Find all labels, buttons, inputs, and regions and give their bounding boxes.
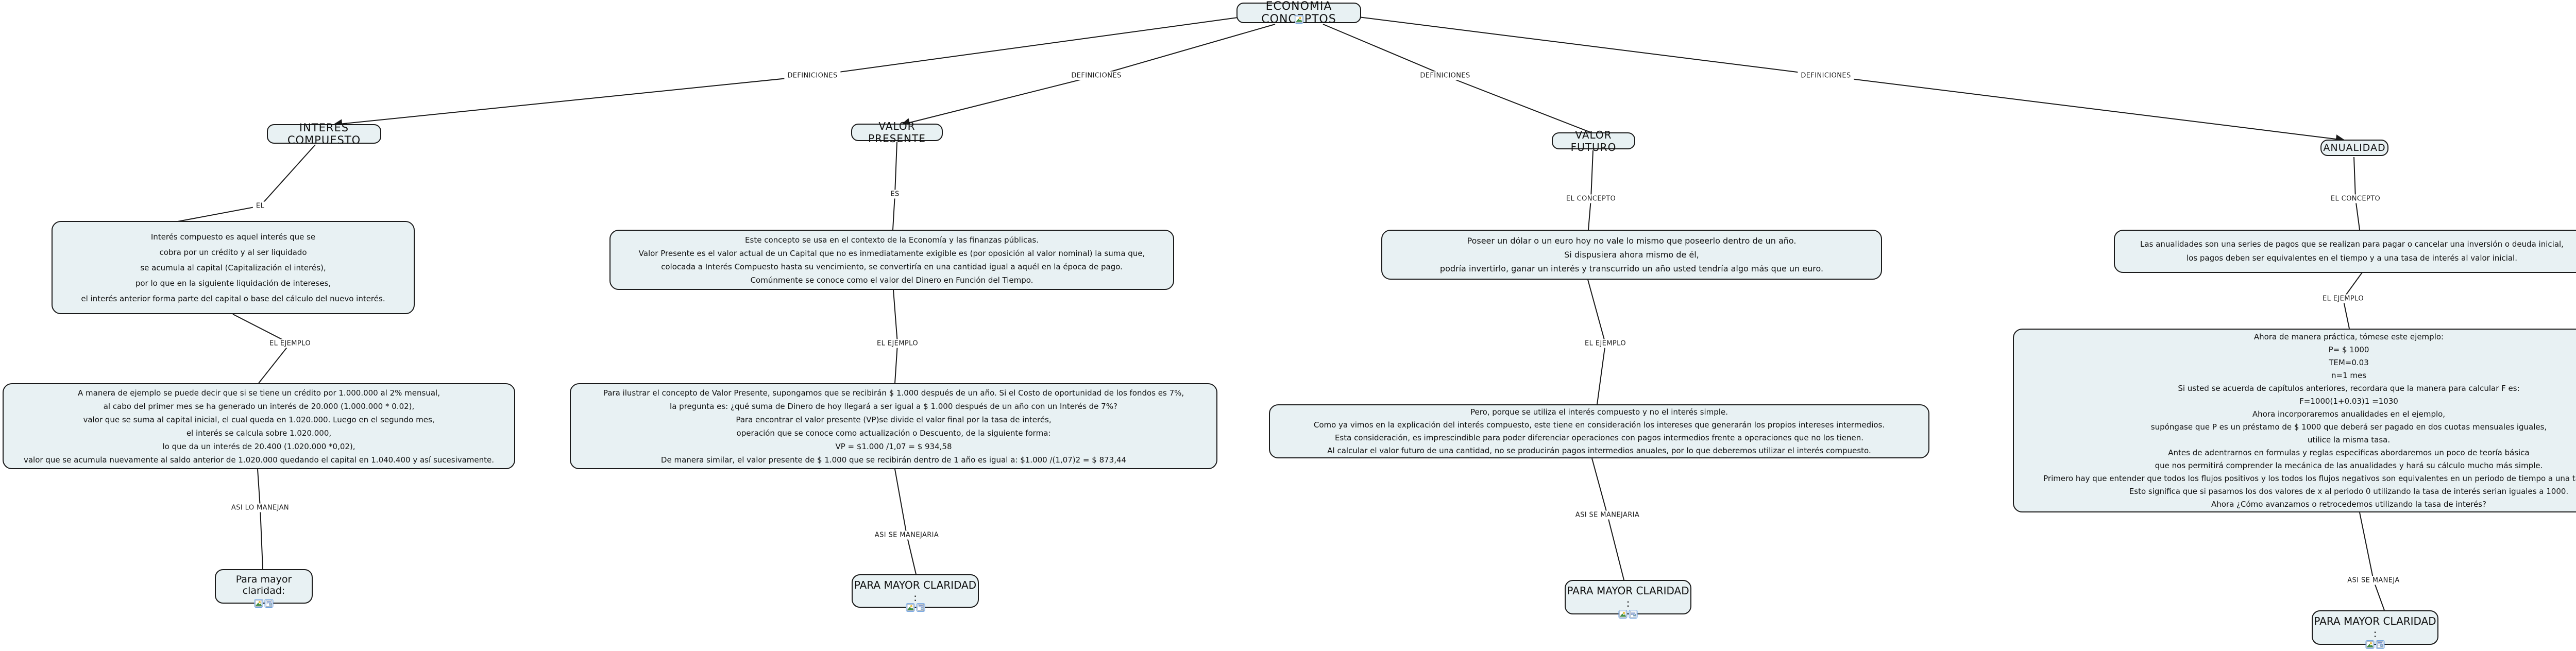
example-text: Pero, porque se utiliza el interés compu… [1313, 407, 1885, 455]
link-label-definiciones[interactable]: DEFINICIONES [1068, 71, 1125, 80]
link-label-el-concepto[interactable]: EL CONCEPTO [1563, 194, 1619, 203]
clarity-label: PARA MAYOR CLARIDAD : [854, 579, 977, 604]
concept-label: ANUALIDAD [2323, 142, 2386, 153]
definition-text: Interés compuesto es aquel interés que s… [81, 232, 385, 303]
link-label-asi-se-manejaria[interactable]: ASI SE MANEJARIA [871, 530, 942, 540]
concept-label: INTERES COMPUESTO [287, 122, 361, 146]
link-label-asi-se-manejaria[interactable]: ASI SE MANEJARIA [1572, 510, 1643, 520]
document-resource-icon[interactable] [1629, 610, 1638, 619]
example-box-valor-futuro[interactable]: Pero, porque se utiliza el interés compu… [1269, 404, 1929, 458]
clarity-node-interes-compuesto[interactable]: Para mayor claridad: [215, 569, 313, 604]
link-label-el-concepto[interactable]: EL CONCEPTO [2327, 194, 2384, 203]
resource-icons [2366, 640, 2385, 649]
example-box-interes-compuesto[interactable]: A manera de ejemplo se puede decir que s… [3, 383, 515, 469]
clarity-label: PARA MAYOR CLARIDAD : [2314, 615, 2436, 640]
document-resource-icon[interactable] [265, 599, 274, 608]
concept-label: VALOR FUTURO [1570, 128, 1617, 153]
link-label-definiciones[interactable]: DEFINICIONES [1798, 71, 1854, 80]
example-text: Ahora de manera práctica, tómese este ej… [2043, 332, 2576, 509]
concept-interes-compuesto[interactable]: INTERES COMPUESTO [267, 122, 381, 146]
link-label-es[interactable]: ES [887, 190, 903, 199]
definition-text: Las anualidades son una series de pagos … [2140, 239, 2564, 263]
link-label-el-ejemplo[interactable]: EL EJEMPLO [266, 339, 314, 348]
definition-box-valor-futuro[interactable]: Poseer un dólar o un euro hoy no vale lo… [1381, 230, 1882, 280]
concept-valor-presente[interactable]: VALOR PRESENTE [851, 120, 943, 145]
clarity-node-valor-futuro[interactable]: PARA MAYOR CLARIDAD : [1565, 580, 1691, 614]
link-label-asi-se-maneja[interactable]: ASI SE MANEJA [2344, 576, 2403, 585]
resource-icons [255, 599, 274, 608]
link-label-definiciones[interactable]: DEFINICIONES [1417, 71, 1473, 80]
image-resource-icon[interactable] [906, 603, 914, 612]
concept-anualidad[interactable]: ANUALIDAD [2320, 140, 2388, 156]
example-box-anualidad[interactable]: Ahora de manera práctica, tómese este ej… [2013, 329, 2576, 512]
resource-icons [906, 603, 925, 612]
clarity-label: PARA MAYOR CLARIDAD : [1567, 585, 1689, 609]
definition-box-valor-presente[interactable]: Este concepto se usa en el contexto de l… [609, 230, 1174, 290]
document-resource-icon[interactable] [2376, 640, 2385, 649]
example-text: Para ilustrar el concepto de Valor Prese… [603, 388, 1184, 465]
image-resource-icon[interactable] [255, 599, 263, 608]
image-resource-icon[interactable] [1295, 15, 1303, 24]
concept-economia-conceptos[interactable]: ECONOMIA CONCEPTOS [1236, 0, 1361, 26]
link-label-el[interactable]: EL [252, 201, 268, 211]
definition-text: Este concepto se usa en el contexto de l… [638, 235, 1145, 285]
link-label-el-ejemplo[interactable]: EL EJEMPLO [874, 339, 921, 348]
clarity-node-valor-presente[interactable]: PARA MAYOR CLARIDAD : [852, 574, 979, 608]
image-resource-icon[interactable] [1619, 610, 1628, 619]
link-label-asi-lo-manejan[interactable]: ASI LO MANEJAN [228, 503, 293, 512]
concept-valor-futuro[interactable]: VALOR FUTURO [1552, 129, 1635, 153]
link-label-el-ejemplo[interactable]: EL EJEMPLO [1582, 339, 1629, 348]
clarity-label: Para mayor claridad: [235, 574, 292, 596]
example-text: A manera de ejemplo se puede decir que s… [23, 388, 495, 465]
link-label-el-ejemplo[interactable]: EL EJEMPLO [2319, 294, 2367, 303]
image-resource-icon[interactable] [2366, 640, 2375, 649]
document-resource-icon[interactable] [916, 603, 925, 612]
link-label-definiciones[interactable]: DEFINICIONES [784, 71, 841, 80]
definition-box-anualidad[interactable]: Las anualidades son una series de pagos … [2114, 230, 2576, 273]
definition-text: Poseer un dólar o un euro hoy no vale lo… [1439, 236, 1824, 273]
resource-icons [1619, 610, 1638, 619]
concept-label: VALOR PRESENTE [868, 120, 926, 145]
clarity-node-anualidad[interactable]: PARA MAYOR CLARIDAD : [2312, 610, 2438, 645]
definition-box-interes-compuesto[interactable]: Interés compuesto es aquel interés que s… [52, 221, 415, 314]
example-box-valor-presente[interactable]: Para ilustrar el concepto de Valor Prese… [570, 383, 1217, 469]
